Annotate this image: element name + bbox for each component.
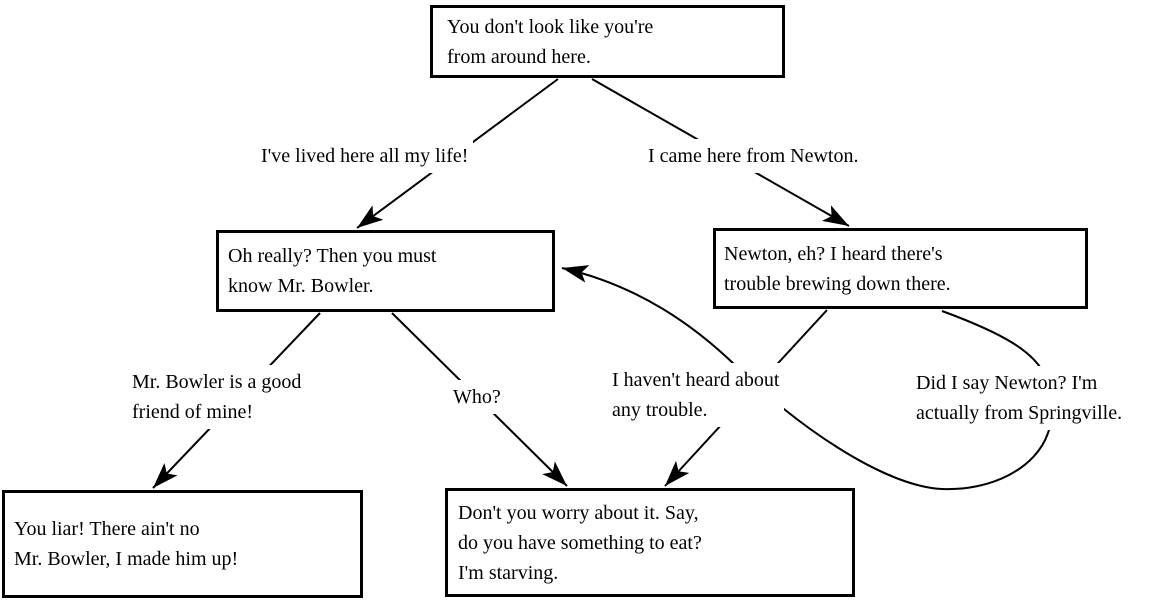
edge-label-springville: Did I say Newton? I'm actually from Spri…: [911, 366, 1128, 430]
edge-label-who: Who?: [448, 380, 506, 414]
dialogue-node-liar: You liar! There ain't no Mr. Bowler, I m…: [2, 490, 363, 598]
dialogue-node-dont-worry: Don't you worry about it. Say, do you ha…: [445, 488, 855, 597]
dialogue-node-root: You don't look like you're from around h…: [430, 5, 785, 78]
dialogue-node-newton-trouble: Newton, eh? I heard there's trouble brew…: [713, 228, 1088, 309]
edge-label-bowler-friend: Mr. Bowler is a good friend of mine!: [127, 365, 307, 429]
dialogue-node-know-bowler: Oh really? Then you must know Mr. Bowler…: [216, 230, 555, 312]
edge-label-no-trouble: I haven't heard about any trouble.: [607, 363, 785, 427]
edge-label-from-newton: I came here from Newton.: [643, 139, 864, 173]
edge-label-lived-here: I've lived here all my life!: [256, 139, 474, 173]
